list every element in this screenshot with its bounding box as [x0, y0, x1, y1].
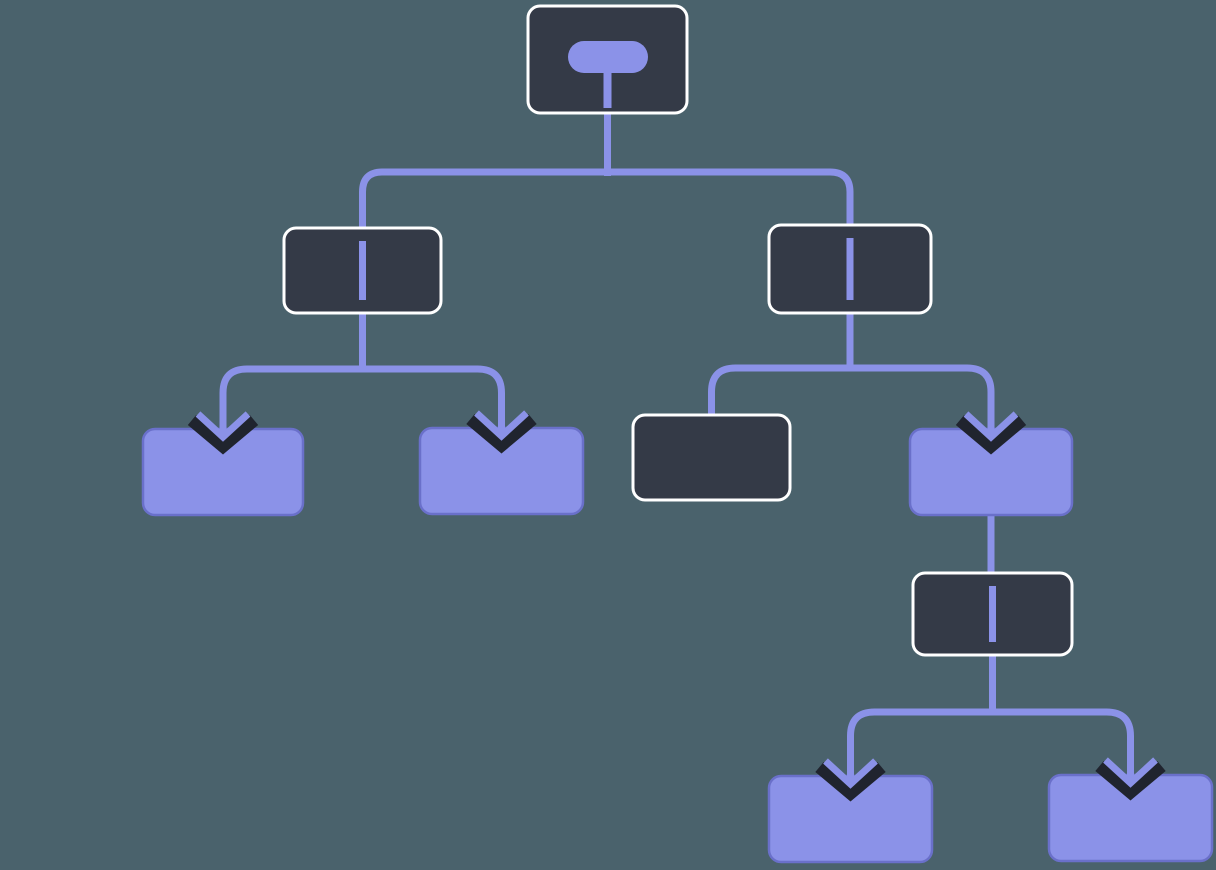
chevron-arrow-icon	[466, 398, 537, 454]
node-body[interactable]	[631, 413, 792, 502]
chevron-purple-head	[963, 411, 1019, 442]
pill-icon	[568, 41, 648, 73]
chevron-dark-shadow	[955, 415, 1027, 455]
edge-left-branch-bar	[219, 365, 505, 434]
edge-layer	[219, 110, 1134, 782]
chevron-arrow-icon	[955, 399, 1027, 455]
arrow-layer	[187, 398, 1166, 802]
chevron-purple-head	[1103, 757, 1158, 788]
chevron-dark-shadow	[815, 762, 886, 802]
edge-right-branch-bar	[708, 364, 995, 434]
chevron-dark-shadow	[187, 415, 259, 455]
edge-top-bar	[359, 168, 854, 232]
chevron-arrow-icon	[187, 399, 259, 455]
tree-node-sub-branch[interactable]	[911, 571, 1074, 657]
chevron-purple-head	[474, 410, 529, 441]
tree-node-node-plain[interactable]	[631, 413, 792, 502]
chevron-arrow-icon	[815, 746, 886, 802]
chevron-purple-head	[823, 758, 878, 789]
chevron-arrow-icon	[1095, 745, 1166, 801]
chevron-dark-shadow	[466, 414, 537, 454]
tree-node-branch-right[interactable]	[767, 223, 933, 315]
tree-node-branch-left[interactable]	[282, 226, 443, 315]
chevron-purple-head	[195, 411, 251, 442]
tree-node-root[interactable]	[526, 4, 689, 115]
node-layer	[141, 4, 1214, 864]
chevron-dark-shadow	[1095, 761, 1166, 801]
edge-bottom-bar	[847, 708, 1134, 782]
